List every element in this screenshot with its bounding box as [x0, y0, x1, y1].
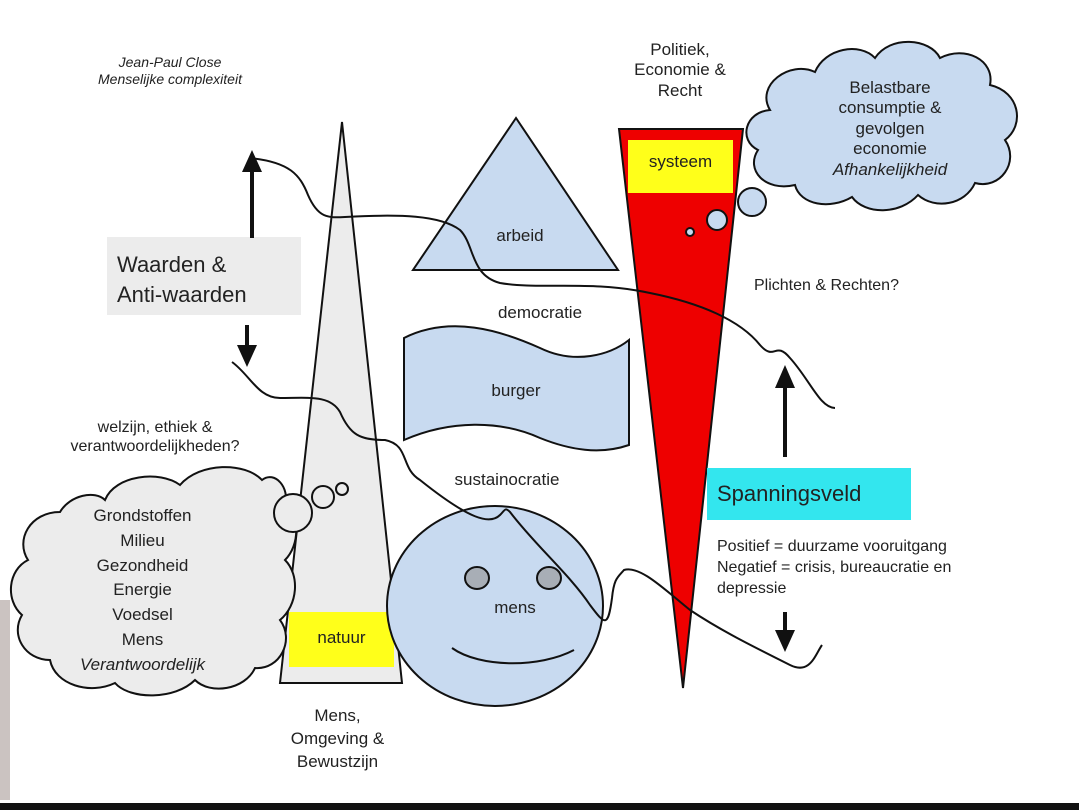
- left-eye: [464, 566, 490, 590]
- author-subtitle: Menselijke complexiteit: [98, 70, 242, 87]
- right-cloud-text: Belastbare consumptie & gevolgen economi…: [800, 78, 980, 180]
- burger-flag: [403, 325, 630, 452]
- smile: [451, 647, 575, 665]
- right-cloud: [745, 40, 1018, 212]
- left-cloud-line: Grondstoffen: [93, 506, 192, 525]
- left-cloud-bubble-large: [273, 493, 313, 533]
- system-spike: [617, 128, 745, 689]
- author-name: Jean-Paul Close: [118, 54, 222, 70]
- tension-box: Spanningsveld: [707, 468, 911, 520]
- left-cloud-line: Voedsel: [112, 605, 173, 625]
- bottom-line3: Bewustzijn: [296, 751, 379, 771]
- tension-description: Positief = duurzame vooruitgang Negatief…: [717, 537, 951, 599]
- nature-highlight: [289, 612, 394, 667]
- up-arrow-values: [242, 150, 262, 238]
- tension-positive: Positief = duurzame vooruitgang: [717, 538, 947, 555]
- burger-label: burger: [491, 381, 541, 400]
- politics-line2: Economie &: [634, 60, 726, 80]
- politics-line3: Recht: [657, 80, 703, 100]
- tension-label: Spanningsveld: [717, 481, 862, 506]
- right-cloud-line: Belastbare: [849, 78, 931, 97]
- left-cloud-text: Grondstoffen Milieu Gezondheid Energie V…: [55, 504, 230, 678]
- bottom-label: Mens, Omgeving & Bewustzijn: [275, 705, 400, 774]
- politics-line1: Politiek,: [650, 40, 710, 59]
- left-cloud-bubble-small: [335, 482, 349, 496]
- tension-negative: Negatief = crisis, bureaucratie en: [717, 558, 952, 576]
- welfare-line1: welzijn, ethiek &: [97, 419, 213, 436]
- values-line2: Anti-waarden: [117, 281, 247, 307]
- bottom-line2: Omgeving &: [290, 728, 385, 748]
- left-cloud: [9, 466, 298, 697]
- welfare-label: welzijn, ethiek & verantwoordelijkheden?: [40, 418, 270, 456]
- values-line1: Waarden &: [117, 252, 227, 277]
- nature-spike: [278, 121, 404, 684]
- author-block: Jean-Paul Close Menselijke complexiteit: [70, 54, 270, 88]
- values-box: [107, 237, 301, 315]
- up-arrow-tension: [775, 365, 795, 457]
- duties-label: Plichten & Rechten?: [754, 277, 899, 294]
- arbeid-label: arbeid: [496, 226, 544, 245]
- nature-label: natuur: [317, 628, 366, 647]
- down-arrow-tension: [775, 612, 795, 652]
- sustainocratie-label: sustainocratie: [454, 470, 560, 489]
- left-cloud-italic-line: Verantwoordelijk: [79, 654, 206, 674]
- mens-label: mens: [494, 598, 536, 617]
- left-cloud-line: Gezondheid: [96, 555, 189, 575]
- bottom-edge-bar: [0, 803, 1079, 810]
- left-cloud-line: Mens: [121, 630, 164, 650]
- left-cloud-line: Milieu: [120, 530, 165, 550]
- right-cloud-italic-line: Afhankelijkheid: [832, 159, 948, 179]
- right-cloud-line: gevolgen: [855, 118, 925, 138]
- lower-wave-line: [231, 361, 823, 669]
- right-cloud-line: economie: [853, 139, 927, 159]
- left-edge-strip: [0, 600, 10, 800]
- right-eye: [536, 566, 562, 590]
- bottom-line1: Mens,: [314, 706, 361, 725]
- arbeid-triangle: [411, 116, 620, 271]
- system-label: systeem: [648, 152, 713, 171]
- democratie-label: democratie: [497, 303, 583, 322]
- system-highlight: [628, 140, 733, 193]
- values-label: Waarden & Anti-waarden: [117, 250, 247, 309]
- left-cloud-bubble-medium: [311, 485, 335, 509]
- welfare-line2: verantwoordelijkheden?: [70, 438, 240, 456]
- right-cloud-bubble-medium: [706, 209, 728, 231]
- left-cloud-line: Energie: [113, 580, 172, 600]
- right-cloud-bubble-large: [737, 187, 767, 217]
- politics-label: Politiek, Economie & Recht: [610, 40, 750, 101]
- upper-wave-line: [249, 157, 836, 409]
- tension-negative-cont: depressie: [717, 579, 787, 597]
- down-arrow-values: [237, 325, 257, 367]
- right-cloud-bubble-small: [685, 227, 695, 237]
- right-cloud-line: consumptie &: [838, 98, 942, 118]
